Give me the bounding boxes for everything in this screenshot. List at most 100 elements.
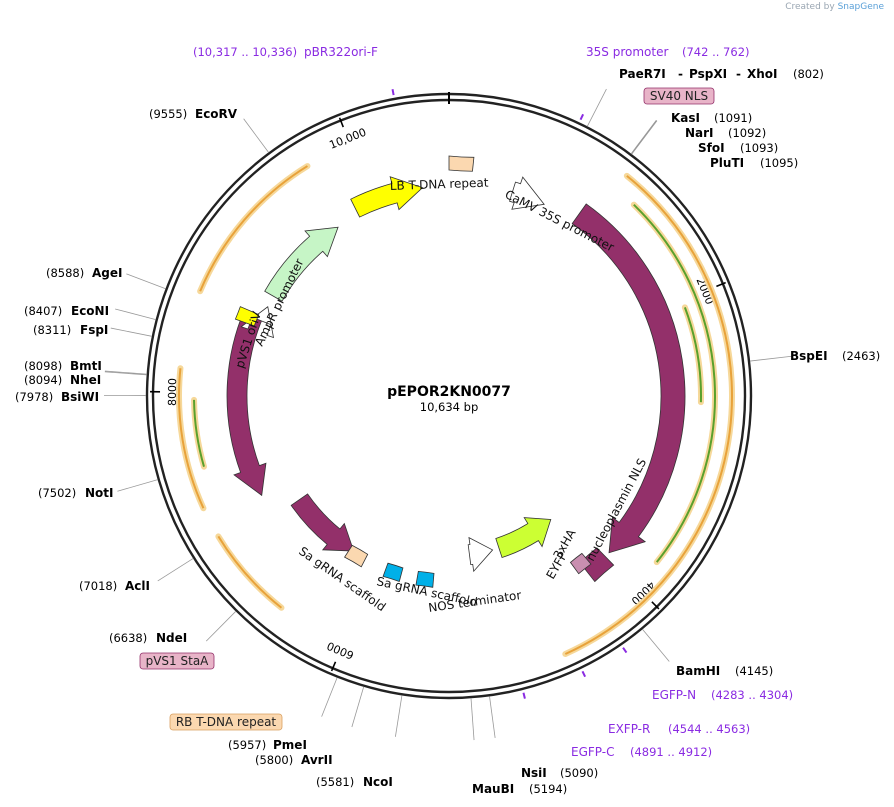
credit-brand: SnapGene [837,2,884,12]
enzyme-pmei-pos: (5957) [228,738,266,752]
pvs1-oriv-block [234,306,260,327]
enzyme-econi-pos: (8407) [24,304,62,318]
rb-tdna-small [344,544,369,568]
enzyme-xhoi-pos: (802) [793,67,824,81]
enzyme-leader [157,558,194,582]
enzyme-kasi: KasI [671,111,700,125]
enzyme-agei: AgeI [92,266,122,280]
enzyme-nari: NarI [685,126,714,140]
enzyme-maubi-pos: (5194) [529,782,567,796]
enzyme-nsii-pos: (5090) [560,766,598,780]
enzyme-bmti-pos: (8098) [24,359,62,373]
enzyme-leader [126,273,166,290]
enzyme-leader [395,695,403,737]
enzyme-leader [749,355,792,362]
enzyme-pluti-pos: (1095) [760,156,798,170]
camv-35s-arrow [509,176,545,210]
enzyme-nsii: NsiI [521,766,547,780]
enzyme-leader [115,308,156,320]
primer-mark [579,113,585,121]
enzyme-leader [631,120,658,155]
enzyme-ncoi: NcoI [363,775,393,789]
tick-label: 6000 [325,639,356,662]
primer-pbr322ori-f-range: (10,317 .. 10,336) [193,45,297,59]
label-leader-lines [103,88,792,741]
lb-tdna-block [448,155,475,172]
sacas9-arrow [571,203,686,554]
enzyme-agei-pos: (8588) [46,266,84,280]
kanr-arrow [264,226,339,302]
enzyme-sfoi-pos: (1093) [740,141,778,155]
orf-arc [178,368,205,509]
primer-mark [391,88,395,96]
sa-grna-scaffold-small-1 [382,562,404,582]
enzyme-acli: AclI [125,579,150,593]
orf-halo [215,533,285,611]
enzyme-leader [470,698,475,741]
enzyme-ndei-pos: (6638) [109,631,147,645]
primer-egfp-n-range: (4283 .. 4304) [711,688,793,702]
plasmid-name: pEPOR2KN0077 [387,384,511,400]
enzyme-bsiwi: BsiWI [61,390,99,404]
primer-mark [522,692,526,699]
3xha-label: 3xHA [550,526,579,561]
enzyme-acli-pos: (7018) [79,579,117,593]
enzyme-xhoi: XhoI [747,67,778,81]
enzyme-ecorv-pos: (9555) [149,107,187,121]
enzyme-leader [243,118,269,153]
primer-egfp-c-range: (4891 .. 4912) [630,745,712,759]
enzyme-kasi-pos: (1091) [714,111,752,125]
enzyme-leader [104,371,147,376]
enzyme-bspei: BspEI [790,349,828,363]
primer-egfp-n-name: EGFP-N [652,688,696,702]
enzyme-avrii: AvrII [301,753,333,767]
rb-tdna-repeat-box [169,713,283,731]
tick-mark [330,661,337,672]
sv40-nls-box [643,87,715,105]
enzyme-ndei: NdeI [156,631,187,645]
enzyme-fspi: FspI [80,323,108,337]
primer-mark [622,647,628,654]
enzyme-ncoi-pos: (5581) [316,775,354,789]
enzyme-fspi-pos: (8311) [33,323,71,337]
feature-arrows [226,155,686,588]
sa-grna-scaffold-label-1: Sa gRNA scaffold [296,544,388,614]
enzyme-bspei-pos: (2463) [842,349,880,363]
primer-mark [581,670,587,678]
snapgene-credit: Created by SnapGene [785,2,884,12]
orf-halo [191,396,207,470]
primer-35s-name: 35S promoter [586,45,668,59]
primer-pbr322ori-f-name: pBR322ori-F [304,45,378,59]
enzyme-bmti: BmtI [70,359,102,373]
enzyme-nari-pos: (1092) [728,126,766,140]
orf-arc [199,165,308,292]
lb-tdna-repeat-label: LB T-DNA repeat [390,176,489,193]
tick-mark [716,281,726,288]
enzyme-pluti: PluTI [710,156,744,170]
sv40-nls-label: SV40 NLS [650,89,708,103]
enzyme-leader [110,327,153,337]
enzyme-bsiwi-pos: (7978) [15,390,53,404]
enzyme-bamhi: BamHI [676,664,720,678]
credit-prefix: Created by [785,2,835,12]
enzyme-pmei: PmeI [273,738,307,752]
eyfp-arrow [495,517,552,559]
enzyme-leader [586,88,607,127]
enzyme-ecorv: EcoRV [195,107,238,121]
orf-arc [564,175,733,655]
pvs1-staa-label: pVS1 StaA [146,654,210,668]
enzyme-noti-pos: (7502) [38,486,76,500]
orf-arc [683,306,702,403]
nos-terminator-arrow [467,536,494,573]
enzyme-sfoi: SfoI [698,141,725,155]
primer-egfp-c-name: EGFP-C [571,745,614,759]
enzyme-nhei: NheI [70,373,101,387]
primer-exfp-r-range: (4544 .. 4563) [668,722,750,736]
enzyme-leader [351,686,365,728]
enzyme-leader [117,479,158,492]
orf-arcs [176,163,735,657]
orf-arc [193,399,205,467]
tick-mark [651,601,660,610]
orf-arc [633,203,716,563]
enzyme-nhei-pos: (8094) [24,373,62,387]
